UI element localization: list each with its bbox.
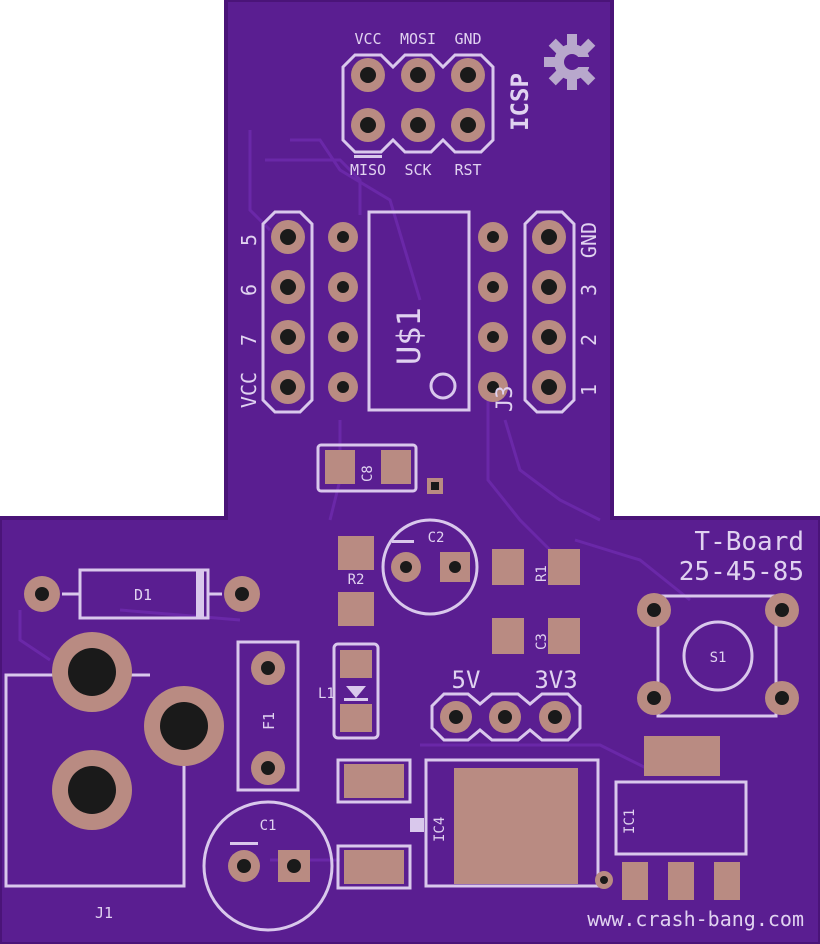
ic1-ref: IC1: [622, 809, 638, 834]
icsp-title: ICSP: [506, 73, 534, 131]
j3-ref: J3: [493, 386, 518, 413]
traces: [18, 130, 691, 862]
capacitor-c1: C1: [202, 800, 334, 932]
l1-ref: L1: [318, 686, 335, 702]
c2-ref: C2: [428, 530, 445, 546]
label-5v: 5V: [452, 666, 481, 694]
icsp-pin-label: MISO: [350, 161, 386, 179]
right-pin-label: 3: [577, 284, 601, 296]
icsp-header: VCC MOSI GND MISO SCK RST ICSP: [341, 30, 534, 179]
f1-ref: F1: [260, 712, 278, 730]
j1-ref: J1: [95, 904, 113, 922]
power-header: 5V 3V3: [430, 666, 582, 742]
diode-d1: D1: [24, 568, 260, 620]
left-pin-label: VCC: [237, 372, 261, 408]
title-line-1: T-Board: [694, 527, 804, 557]
capacitor-c8: C8: [316, 443, 443, 494]
resistor-r1: R1: [492, 549, 580, 585]
r1-ref: R1: [534, 565, 550, 582]
right-pin-label: 2: [577, 334, 601, 346]
label-3v3: 3V3: [534, 666, 577, 694]
icsp-pin-label: MOSI: [400, 30, 436, 48]
c1-ref: C1: [260, 818, 277, 834]
fuse-f1: F1: [236, 640, 300, 792]
c3-ref: C3: [534, 633, 550, 650]
regulator-ic1: IC1: [595, 736, 748, 900]
ic-socket-u1: U$1 J3: [328, 210, 518, 413]
r2-ref: R2: [348, 572, 365, 588]
push-button-s1: S1: [637, 593, 799, 718]
right-pin-label: GND: [577, 222, 601, 258]
left-pin-label: 6: [237, 284, 261, 296]
icsp-pin-label: SCK: [404, 161, 431, 179]
website-url: www.crash-bang.com: [587, 907, 804, 931]
c8-ref: C8: [360, 465, 376, 482]
left-header: 5 6 7 VCC: [237, 210, 314, 414]
resistor-r2: R2: [338, 536, 374, 626]
title-line-2: 25-45-85: [679, 557, 804, 587]
gear-c-logo-icon: [544, 34, 602, 90]
right-pin-label: 1: [577, 384, 601, 396]
capacitor-c3: C3: [492, 618, 580, 654]
u1-ref: U$1: [390, 307, 428, 365]
icsp-pin-label: GND: [454, 30, 481, 48]
left-pin-label: 5: [237, 234, 261, 246]
right-header: GND 3 2 1: [523, 210, 601, 414]
barrel-jack-j1: J1: [4, 632, 224, 922]
left-pin-label: 7: [237, 334, 261, 346]
d1-ref: D1: [134, 586, 152, 604]
board-title: T-Board 25-45-85: [679, 527, 804, 587]
led-l1: L1: [318, 642, 380, 740]
icsp-pin-label: RST: [454, 161, 481, 179]
smd-pads: [336, 758, 412, 890]
icsp-pin-label: VCC: [354, 30, 381, 48]
regulator-ic4: IC4: [410, 758, 600, 888]
capacitor-c2: C2: [381, 518, 479, 616]
ic4-ref: IC4: [432, 817, 448, 842]
s1-ref: S1: [710, 650, 727, 666]
